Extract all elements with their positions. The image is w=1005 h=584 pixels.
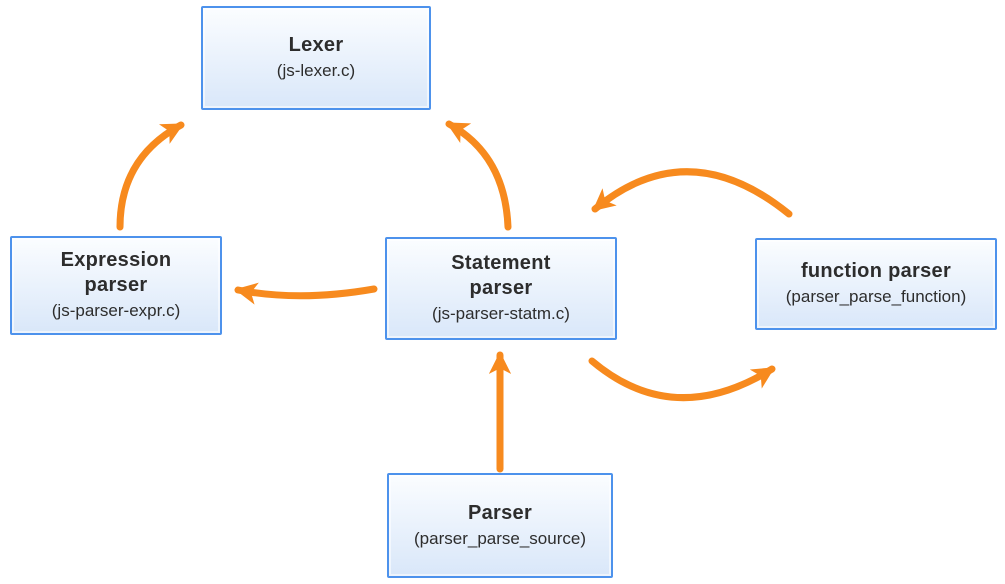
node-expression-parser-title: Expression parser xyxy=(60,249,172,297)
node-statement-parser-title: Statement parser xyxy=(451,252,551,300)
edge-function-to-statement-arrow xyxy=(591,168,793,218)
node-lexer: Lexer (js-lexer.c) xyxy=(201,6,431,110)
edge-statement-to-lexer-arrow xyxy=(445,120,512,231)
node-expression-parser-subtitle: (js-parser-expr.c) xyxy=(51,301,181,321)
edge-statement-to-function-arrow xyxy=(588,357,776,402)
node-statement-parser-subtitle: (js-parser-statm.c) xyxy=(432,304,570,324)
node-parser: Parser (parser_parse_source) xyxy=(387,473,613,578)
node-lexer-subtitle: (js-lexer.c) xyxy=(276,61,356,81)
node-parser-subtitle: (parser_parse_source) xyxy=(414,528,586,548)
node-statement-parser: Statement parser (js-parser-statm.c) xyxy=(385,237,617,340)
edge-statement-to-expression-arrow xyxy=(234,282,378,305)
node-function-parser: function parser (parser_parse_function) xyxy=(755,238,997,330)
node-function-parser-subtitle: (parser_parse_function) xyxy=(785,287,967,307)
node-function-parser-title: function parser xyxy=(800,260,952,283)
node-parser-title: Parser xyxy=(467,501,533,524)
node-expression-parser: Expression parser (js-parser-expr.c) xyxy=(10,236,222,335)
edge-expression-to-lexer-arrow xyxy=(116,121,185,231)
node-lexer-title: Lexer xyxy=(288,34,344,57)
